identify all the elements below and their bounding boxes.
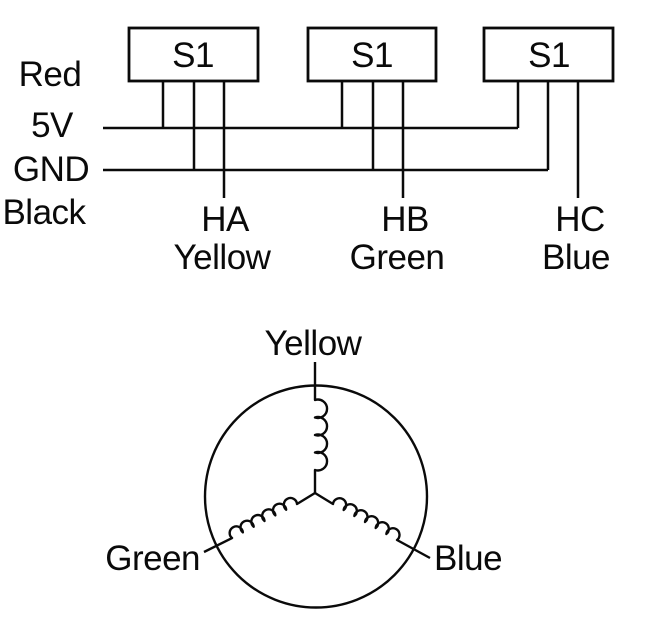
output-hb: HB Green — [350, 200, 445, 277]
rail-label-red: Red — [19, 55, 82, 94]
output-ha: HA Yellow — [174, 200, 273, 277]
sensor-label: S1 — [351, 36, 393, 75]
phase-label-yellow: Yellow — [265, 324, 363, 363]
phase-label-blue: Blue — [434, 539, 502, 578]
hall-sensor-1: S1 — [127, 26, 260, 198]
phase-label-green: Green — [105, 539, 200, 578]
rail-label-gnd: GND — [13, 150, 89, 189]
rail-label-5v: 5V — [31, 106, 74, 145]
hall-sensor-3: S1 — [482, 26, 615, 198]
motor-winding-schematic: Yellow Green Blue — [105, 324, 503, 609]
winding-coil-blue — [314, 491, 431, 560]
sensor-label: S1 — [172, 36, 214, 75]
signal-label-hc: HC — [555, 200, 605, 239]
wire-color-label-yellow: Yellow — [174, 238, 272, 277]
signal-label-ha: HA — [201, 200, 250, 239]
signal-label-hb: HB — [381, 200, 429, 239]
hall-sensor-schematic: Red 5V GND Black S1 S1 — [2, 26, 615, 277]
hall-sensor-2: S1 — [306, 26, 438, 198]
winding-coil-green — [203, 491, 316, 554]
winding-coil-yellow — [313, 362, 329, 493]
output-hc: HC Blue — [542, 200, 611, 277]
rail-label-black: Black — [2, 193, 86, 232]
wire-color-label-green: Green — [350, 238, 445, 277]
wire-color-label-blue: Blue — [542, 238, 610, 277]
sensor-label: S1 — [528, 36, 570, 75]
